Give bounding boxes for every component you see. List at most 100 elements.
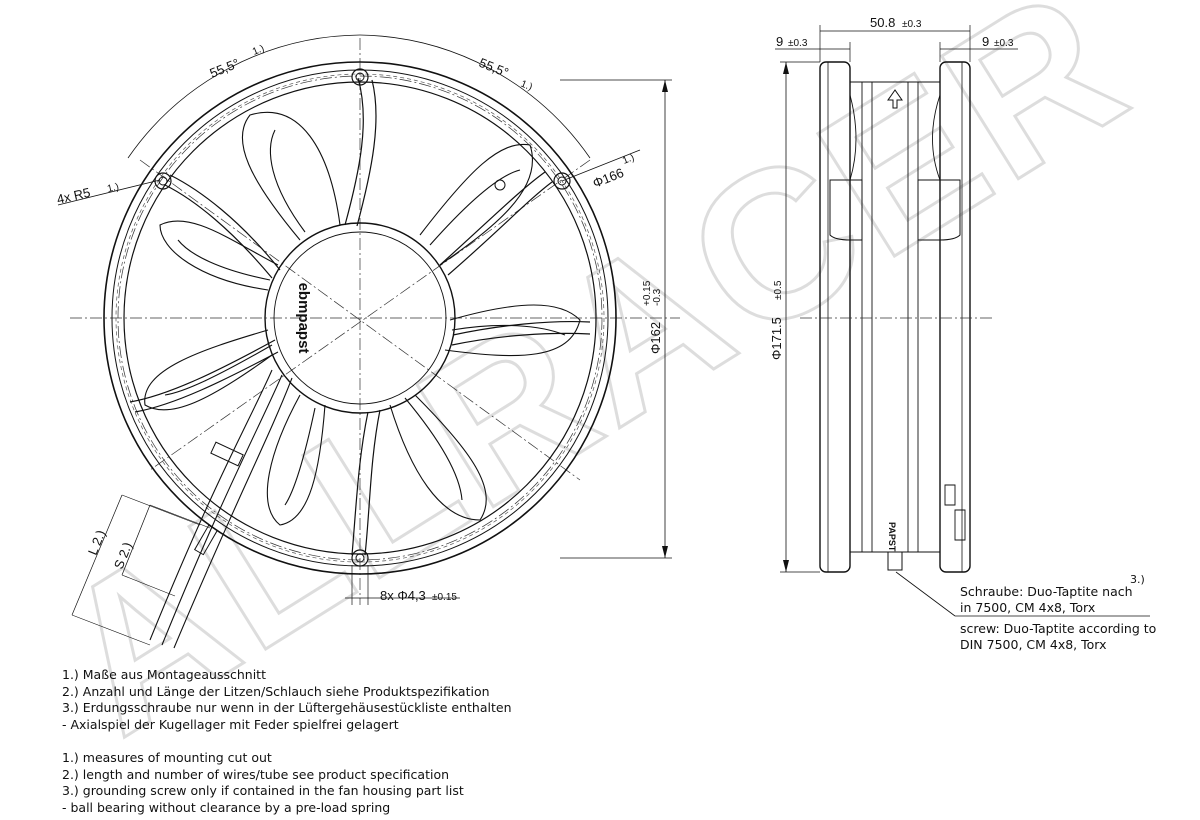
blade (159, 220, 279, 291)
angle-arc-right (359, 34, 591, 159)
hub-inner (273, 231, 447, 405)
screw-note-de-2: in 7500, CM 4x8, Torx (960, 600, 1096, 615)
outer-dia-tol: ±0.5 (773, 280, 784, 300)
wire (173, 377, 293, 649)
lead-L-dim (71, 494, 123, 616)
outer-dia-label: Φ171.5 (769, 317, 784, 360)
side-label: PAPST (887, 522, 897, 552)
screw-note-de-1: Schraube: Duo-Taptite nach (960, 584, 1133, 599)
screw-note-ref: 3.) (1130, 573, 1145, 586)
note-en-2: 2.) length and number of wires/tube see … (62, 766, 450, 782)
blade (266, 394, 326, 526)
ground-screw (887, 552, 903, 571)
lead-ext-2 (71, 614, 151, 646)
curve-top-left (849, 94, 857, 181)
flange-left-tol: ±0.3 (788, 38, 808, 49)
lead-ext-1 (121, 494, 201, 526)
screw-leader (895, 571, 956, 617)
strut (364, 409, 381, 556)
mount-hole (553, 172, 571, 190)
bolt-circle-note: 1.) (621, 152, 636, 167)
mount-hole (351, 68, 369, 86)
flange-right-tol: ±0.3 (994, 38, 1014, 49)
strut (447, 181, 553, 276)
screw-note-en-2: DIN 7500, CM 4x8, Torx (960, 637, 1107, 652)
bolt-circle-leader (561, 149, 641, 182)
boss-top-right (917, 179, 961, 241)
blade-inner (429, 169, 521, 246)
note-en-1: 1.) measures of mounting cut out (62, 750, 272, 765)
hub-logo: ebmpapst (295, 283, 312, 354)
lead-ext-3 (149, 504, 211, 529)
depth-tol: ±0.3 (902, 19, 922, 30)
mount-hole-inner (355, 72, 365, 82)
strut (169, 174, 281, 271)
radius-label: 4x R5 (55, 185, 91, 207)
note-de-2: 2.) Anzahl und Länge der Litzen/Schlauch… (62, 683, 490, 699)
housing-outer-circle (103, 61, 617, 575)
depth-label: 50.8 (870, 15, 895, 30)
blade (419, 143, 533, 266)
blade (389, 394, 487, 521)
angle-arc-left (127, 34, 361, 159)
strut (344, 77, 364, 226)
holes-tol: ±0.15 (432, 592, 457, 603)
note-de-4: - Axialspiel der Kugellager mit Feder sp… (62, 716, 399, 732)
outer-dia-arrow-top (783, 62, 789, 74)
blade (444, 304, 581, 357)
housing-dim-arrow-top (662, 80, 668, 92)
front-diagonal-2 (149, 159, 591, 471)
wire (161, 374, 283, 646)
angle-right-label: 55,5° (477, 55, 511, 80)
curve-top-right (932, 94, 941, 181)
blade-inner (177, 239, 271, 281)
mount-hole-inner (158, 176, 168, 186)
wire (149, 369, 273, 641)
housing-tol-minus: -0.3 (652, 288, 663, 306)
note-de-3: 3.) Erdungsschraube nur wenn in der Lüft… (62, 700, 512, 715)
fan-blades (144, 111, 581, 526)
mount-hole-small (494, 179, 506, 191)
side-clip (944, 484, 956, 506)
housing-ring-dashed (115, 73, 605, 563)
strut (452, 320, 591, 336)
blade-inner (284, 407, 316, 506)
flange-left (819, 61, 851, 573)
strut (356, 79, 377, 227)
note-en-4: - ball bearing without clearance by a pr… (62, 799, 391, 815)
front-diagonal-1 (139, 159, 581, 481)
angle-right-note: 1.) (519, 79, 534, 94)
airflow-arrow-icon (887, 89, 903, 109)
flange-left-label: 9 (776, 34, 783, 49)
angle-left-label: 55,5° (208, 55, 242, 80)
wire-clip (193, 524, 219, 556)
wire-clip (210, 441, 244, 467)
flange-right-label: 9 (982, 34, 989, 49)
housing-dia-label: Φ162 (648, 322, 663, 354)
mount-hole-inner (557, 176, 567, 186)
wire-bundle (149, 369, 293, 649)
blade-inner (164, 344, 273, 396)
blade-inner (404, 397, 463, 501)
note-de-1: 1.) Maße aus Montageausschnitt (62, 667, 266, 682)
mount-hole (351, 549, 369, 567)
watermark: ALLRACER (18, 0, 1166, 780)
bolt-circle (117, 75, 603, 561)
blade-inner (451, 324, 566, 336)
housing-dim-arrow-bottom (662, 546, 668, 558)
strut (451, 332, 591, 346)
mount-hole-inner (355, 553, 365, 563)
note-en-3: 3.) grounding screw only if contained in… (62, 783, 464, 798)
angle-left-note: 1.) (251, 43, 266, 58)
lead-S-dim (121, 504, 151, 576)
notes-german: 1.) Maße aus Montageausschnitt 2.) Anzah… (62, 667, 512, 733)
notes-english: 1.) measures of mounting cut out 2.) len… (62, 750, 464, 816)
strut (439, 171, 546, 266)
boss-top (829, 179, 863, 241)
blade (144, 329, 273, 411)
watermark-text: ALLRACER (19, 0, 1164, 778)
hub-outer (264, 222, 456, 414)
blade (241, 111, 341, 241)
radius-leader (57, 179, 161, 206)
